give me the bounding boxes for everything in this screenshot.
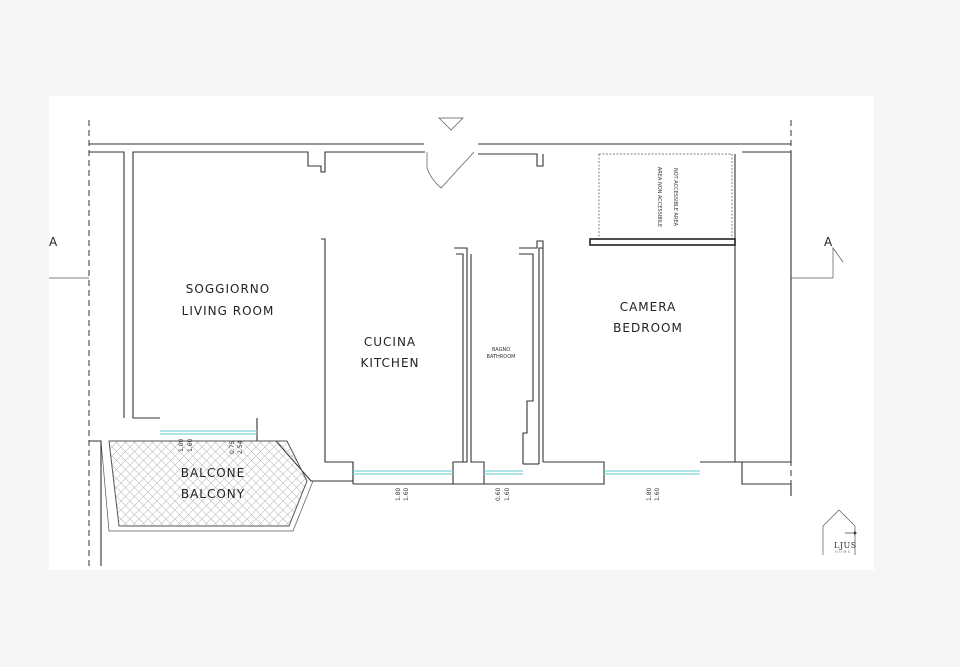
ljus-home-logo: LJUS HOME	[822, 509, 857, 555]
balcony-left-wall	[89, 440, 102, 566]
dim-balcony-win1-a: 1.00	[178, 438, 185, 452]
section-marker-right: A	[824, 235, 833, 249]
right-column-wall	[742, 151, 792, 463]
floor-plan-sheet: A A AREA NON ACCESSIBILE NOT ACCESSIBLE …	[49, 96, 874, 570]
floor-plan: A A AREA NON ACCESSIBILE NOT ACCESSIBLE …	[49, 117, 857, 566]
kitchen-right-wall-inner	[456, 253, 464, 462]
section-arrow-right	[832, 246, 844, 278]
bathroom-label-en: BATHROOM	[487, 354, 516, 360]
entrance-door-swing	[426, 151, 475, 189]
section-marker-left: A	[49, 235, 58, 249]
non-accessible-label-it: AREA NON ACCESSIBILE	[656, 167, 662, 227]
bedroom-top-wall	[478, 153, 544, 167]
dim-balcony-win1-b: 1.60	[187, 438, 194, 452]
bedroom-label-en: BEDROOM	[613, 321, 683, 335]
dim-kitchen-win-b: 1.60	[403, 487, 410, 501]
kitchen-left-wall	[321, 238, 354, 481]
non-accessible-area	[598, 153, 733, 240]
dim-balcony-win2-a: 0.75	[229, 440, 236, 454]
non-accessible-label-en: NOT ACCESSIBLE AREA	[672, 168, 678, 227]
dim-kitchen-win-a: 1.80	[395, 487, 402, 501]
dim-bed-win-b: 1.60	[654, 487, 661, 501]
balcony-label-en: BALCONY	[181, 487, 245, 501]
kitchen-right-wall	[452, 247, 468, 484]
non-accessible-beam	[589, 238, 736, 246]
logo-name: LJUS	[834, 541, 857, 550]
living-room-label-en: LIVING ROOM	[182, 304, 275, 318]
bathroom-left-wall	[470, 254, 485, 484]
kitchen-label-it: CUCINA	[364, 335, 416, 349]
dim-bed-win-a: 1.80	[646, 487, 653, 501]
balcony-floor	[108, 440, 308, 527]
bedroom-bottom-right-wall	[700, 461, 792, 496]
bathroom-right-wall-inner	[519, 253, 534, 464]
living-room-wall	[132, 151, 425, 419]
living-room-label-it: SOGGIORNO	[186, 282, 270, 296]
bedroom-label-it: CAMERA	[620, 300, 677, 314]
dim-bath-win-a: 0.60	[495, 487, 502, 501]
bedroom-bottom-left-wall	[523, 461, 605, 485]
balcony-label-it: BALCONE	[181, 466, 246, 480]
kitchen-label-en: KITCHEN	[361, 356, 420, 370]
dim-bath-win-b: 1.60	[504, 487, 511, 501]
logo-sub: HOME	[835, 550, 852, 554]
bathroom-label-it: BAGNO	[492, 347, 510, 353]
dim-balcony-win2-b: 2.54	[237, 440, 244, 454]
left-column-wall	[89, 151, 125, 418]
bathroom-right-wall	[519, 240, 544, 464]
entrance-marker-icon	[438, 117, 464, 131]
logo-house-icon	[822, 509, 856, 555]
balcony-railing	[100, 440, 314, 532]
